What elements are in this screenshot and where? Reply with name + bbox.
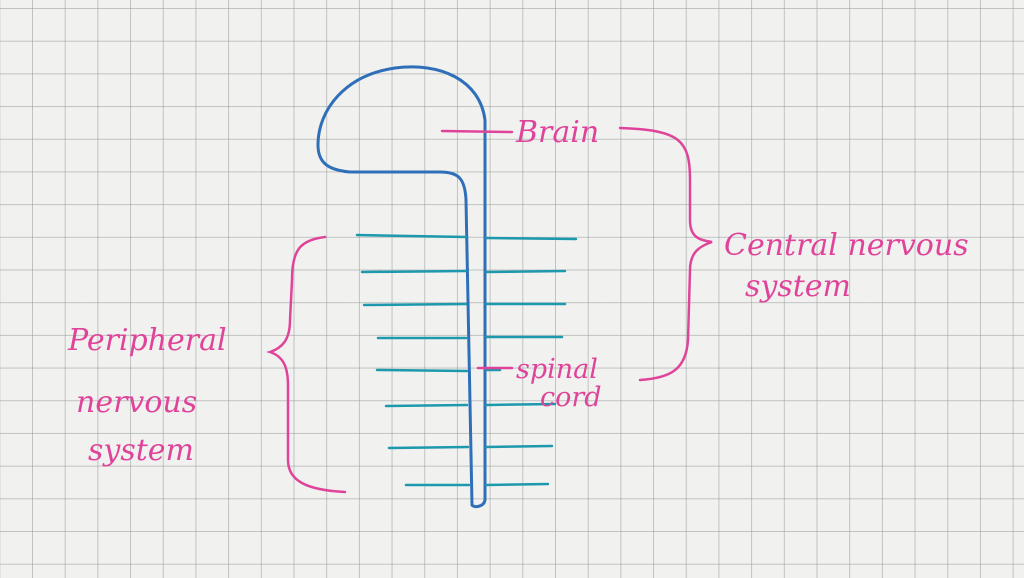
brain-spinal-cord-outline bbox=[316, 65, 487, 509]
cns-brace bbox=[618, 126, 713, 382]
nerve-left bbox=[362, 302, 468, 307]
nerve-left bbox=[360, 269, 468, 274]
brain-label: Brain bbox=[515, 115, 599, 150]
pns-label-1: Peripheral bbox=[67, 323, 227, 358]
nerve-left bbox=[375, 368, 469, 373]
nerve-right bbox=[484, 482, 550, 487]
nerve-right bbox=[484, 402, 557, 407]
nerve-left bbox=[355, 233, 468, 239]
nerve-right bbox=[484, 236, 578, 241]
peripheral-nerves bbox=[355, 233, 578, 487]
nerve-right bbox=[484, 444, 554, 449]
pns-label-3: system bbox=[88, 433, 194, 468]
pns-label-2: nervous bbox=[76, 385, 197, 420]
cns-label-2: system bbox=[745, 269, 851, 304]
nerve-left bbox=[384, 403, 469, 408]
nerve-right bbox=[484, 269, 567, 274]
nerve-left bbox=[387, 445, 470, 450]
brain-pointer-line bbox=[440, 129, 514, 134]
spinal-cord-label-2: cord bbox=[540, 382, 602, 413]
cns-label-1: Central nervous bbox=[724, 228, 969, 263]
spinal-cord-label-1: spinal bbox=[516, 354, 598, 385]
pns-brace bbox=[266, 235, 347, 494]
